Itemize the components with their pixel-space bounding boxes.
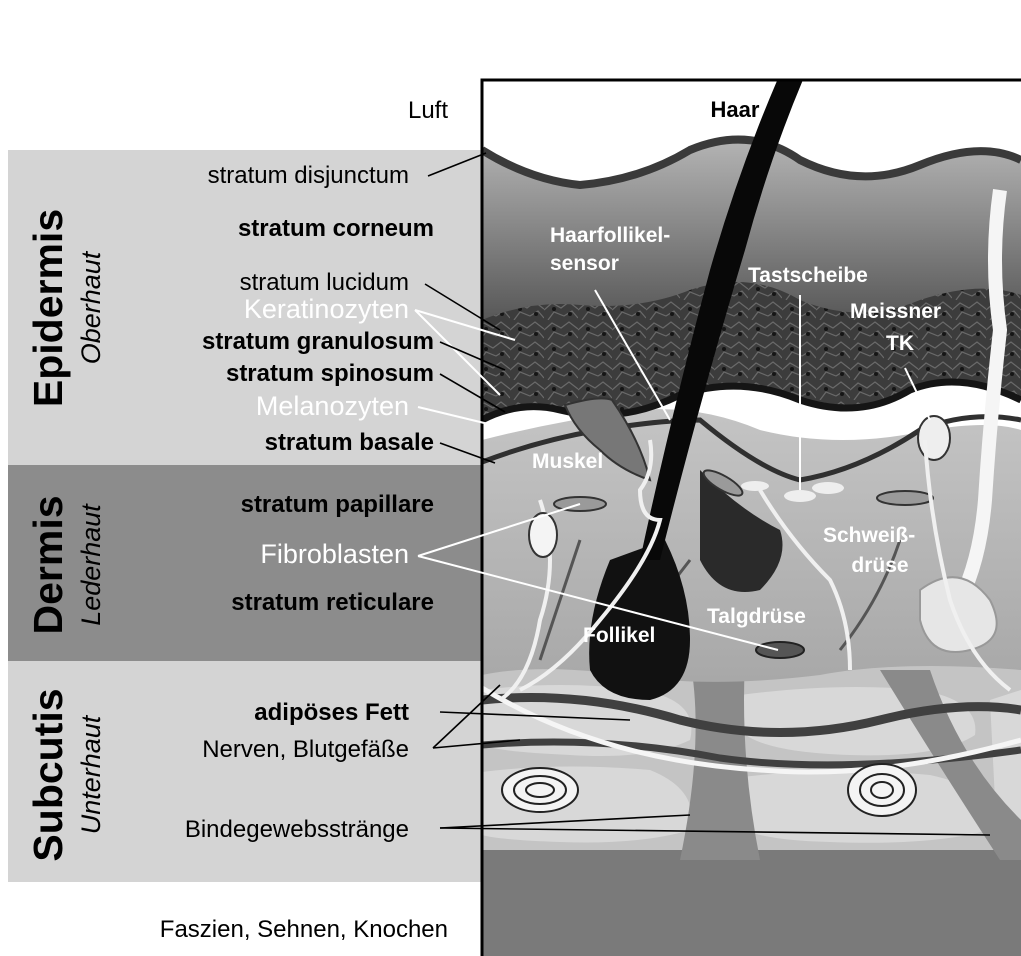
follikel-label: Follikel — [583, 624, 655, 647]
bindegewebsstraenge-label: Bindegewebsstränge — [185, 816, 409, 843]
skin-illustration — [482, 5, 1021, 956]
schweissdruese-label-line2: drüse — [851, 554, 908, 577]
stratum-lucidum-label: stratum lucidum — [240, 269, 409, 296]
stratum-spinosum-label: stratum spinosum — [226, 360, 434, 387]
stratum-reticulare-label: stratum reticulare — [231, 589, 434, 616]
keratinozyten-label: Keratinozyten — [244, 294, 409, 324]
muskel-label: Muskel — [532, 450, 603, 473]
stratum-papillare-label: stratum papillare — [241, 491, 434, 518]
fibroblasten-label: Fibroblasten — [260, 539, 409, 569]
stratum-disjunctum-label: stratum disjunctum — [208, 162, 409, 189]
luft-label: Luft — [408, 97, 448, 124]
stratum-basale-label: stratum basale — [265, 429, 434, 456]
tastscheibe-label: Tastscheibe — [748, 264, 868, 287]
haarfollikel-label-line2: sensor — [550, 252, 619, 275]
faszien-label: Faszien, Sehnen, Knochen — [160, 916, 448, 943]
subcutis-title: Subcutis — [25, 688, 71, 861]
haar-label: Haar — [711, 97, 760, 122]
talgdruese-label: Talgdrüse — [707, 605, 806, 628]
haarfollikel-label-line1: Haarfollikel- — [550, 224, 670, 247]
schweissdruese-label-line1: Schweiß- — [823, 524, 915, 547]
dermis-title: Dermis — [25, 495, 71, 634]
nerven-blutgefaesse-label: Nerven, Blutgefäße — [202, 736, 409, 763]
meissner-label-line1: Meissner — [850, 300, 941, 323]
dermis-subtitle: Lederhaut — [76, 503, 106, 626]
adiposes-fett-label: adipöses Fett — [254, 699, 409, 726]
melanozyten-label: Melanozyten — [256, 391, 409, 421]
epidermis-subtitle: Oberhaut — [76, 250, 106, 364]
stratum-granulosum-label: stratum granulosum — [202, 328, 434, 355]
meissner-label-line2: TK — [886, 332, 914, 355]
subcutis-subtitle: Unterhaut — [76, 714, 106, 834]
epidermis-title: Epidermis — [25, 209, 71, 407]
stratum-corneum-label: stratum corneum — [238, 215, 434, 242]
